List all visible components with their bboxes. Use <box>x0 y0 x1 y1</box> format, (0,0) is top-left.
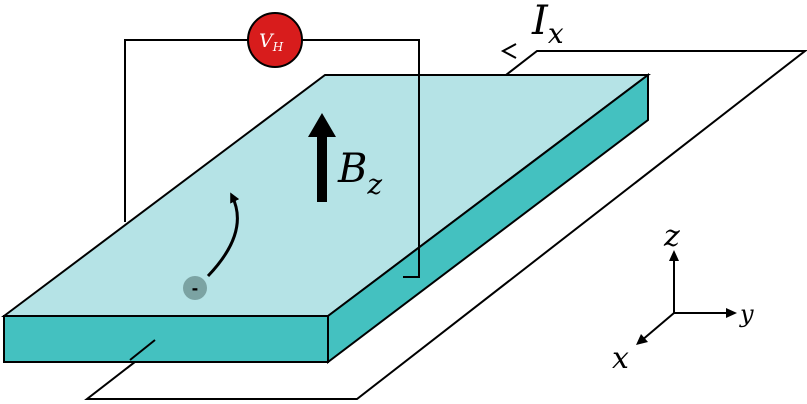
current-loop-front-segment <box>129 339 156 361</box>
x-axis-arrow-icon <box>636 334 648 345</box>
magnetic-field-label-sub: z <box>366 168 382 201</box>
z-axis-label: z <box>663 219 680 254</box>
current-label-sub: x <box>548 17 564 50</box>
slab-front-face <box>3 315 329 363</box>
conductor-slab <box>1 72 651 365</box>
z-axis-arrow-icon <box>669 250 679 261</box>
magnetic-field-arrow <box>308 113 336 202</box>
voltmeter-label: VH <box>259 30 284 54</box>
electron-charge <box>183 276 207 300</box>
magnetic-field-label: Bz <box>337 146 382 201</box>
voltmeter: VH <box>247 12 303 68</box>
voltmeter-circle <box>247 12 303 68</box>
voltmeter-label-sub: H <box>272 40 284 54</box>
y-axis-arrow-icon <box>726 308 737 318</box>
y-axis-label: y <box>739 300 754 328</box>
x-axis-label: x <box>612 341 629 376</box>
charge-trajectory <box>206 192 240 278</box>
slab-side-face <box>327 72 649 365</box>
axis-triad: z y x <box>612 219 754 376</box>
electron-charge-sign: - <box>192 279 199 298</box>
current-label: Ix <box>531 0 564 50</box>
voltmeter-wire-left <box>124 39 248 222</box>
current-arrow-icon <box>500 43 517 59</box>
voltmeter-wire-right <box>302 39 420 278</box>
x-axis-line <box>640 312 675 342</box>
